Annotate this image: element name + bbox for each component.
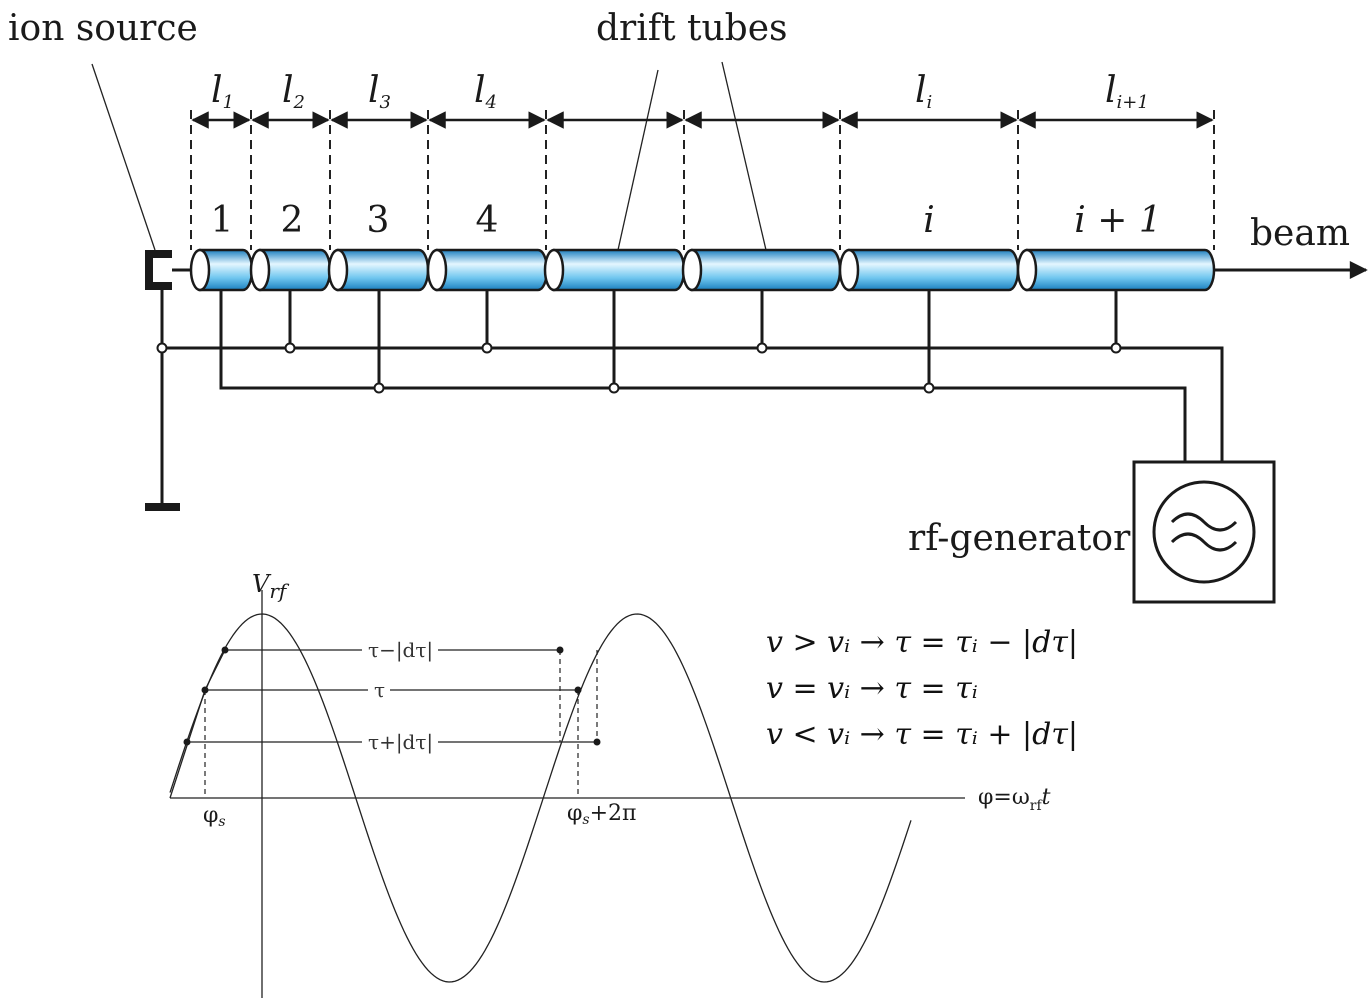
tube-number-4: 4 [476, 200, 499, 241]
drift-tube-6 [681, 248, 842, 292]
equation-equal: v = vᵢ → τ = τᵢ [766, 671, 978, 706]
length-label-4: l4 [474, 70, 497, 113]
length-label-3: l3 [368, 70, 391, 113]
tube-taps [156, 290, 1122, 394]
x-axis-label: φ=ωrft [978, 785, 1051, 814]
drift-tube-3 [327, 248, 430, 292]
drift-tube-leader-1 [617, 69, 659, 251]
tube-number-3: 3 [367, 200, 390, 241]
tube-number-6: i + 1 [1074, 200, 1161, 241]
ion-source [145, 250, 172, 290]
sine-curve [169, 613, 912, 983]
ion-source-leader [91, 63, 156, 251]
drift-tube-4 [426, 248, 549, 292]
sine-icon [1170, 512, 1238, 532]
length-dimensions: l1 l2 l3 l4 li li+1 [190, 70, 1215, 250]
y-axis-label: Vrf [252, 570, 290, 603]
length-label-2: l2 [282, 70, 305, 113]
drift-tube-7 [838, 248, 1020, 292]
length-label-5: li [915, 70, 932, 113]
beam-label: beam [1250, 213, 1350, 254]
rf-generator-label: rf-generator [908, 518, 1131, 559]
equation-slower: v < vᵢ → τ = τᵢ + |dτ| [766, 717, 1078, 752]
drift-tubes-label: drift tubes [596, 8, 787, 49]
tube-number-2: 2 [281, 200, 304, 241]
drift-tube-2 [249, 248, 332, 292]
drift-tube-8 [1016, 248, 1216, 292]
drift-tube-1 [189, 248, 254, 292]
equation-faster: v > vᵢ → τ = τᵢ − |dτ| [766, 625, 1078, 660]
rf-generator-symbol [1152, 480, 1256, 584]
level-label-minus: τ−|dτ| [368, 638, 433, 663]
length-label-6: li+1 [1105, 70, 1149, 113]
tube-number-1: 1 [211, 200, 234, 241]
level-lines [183, 646, 601, 798]
tangent-line [169, 649, 226, 799]
drift-tube-5 [543, 248, 686, 292]
length-label-1: l1 [211, 70, 234, 113]
rf-wiring [145, 290, 1276, 604]
phase-mark-s: φs [203, 803, 226, 830]
phase-mark-s-2pi: φs+2π [567, 801, 636, 828]
rf-waveform [169, 590, 965, 998]
level-label-center: τ [374, 678, 385, 702]
ion-source-label: ion source [8, 8, 198, 49]
tube-number-5: i [923, 200, 935, 241]
level-label-plus: τ+|dτ| [368, 730, 433, 755]
drift-tubes: 1 2 3 4 i i + 1 [189, 200, 1216, 292]
drift-tube-leader-2 [721, 61, 767, 251]
